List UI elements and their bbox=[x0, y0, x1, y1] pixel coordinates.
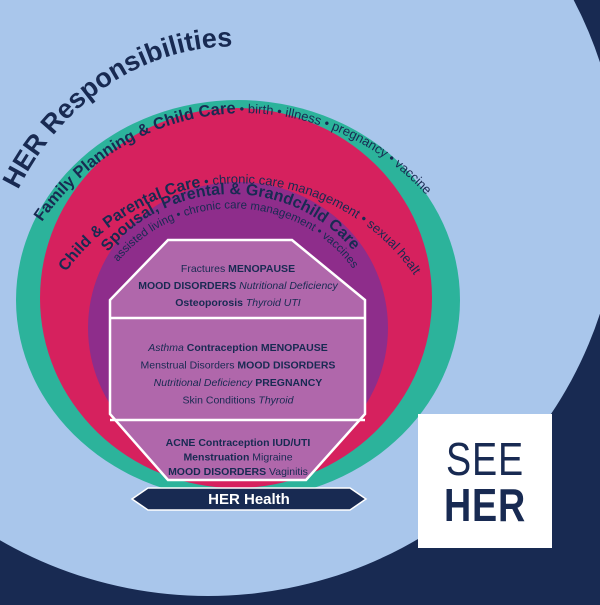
condition-text: MENOPAUSE bbox=[228, 263, 295, 275]
see-her-logo: SEE HER bbox=[418, 414, 552, 548]
middle-block-line: Skin Conditions Thyroid bbox=[183, 395, 295, 407]
middle-block-line: Nutritional Deficiency PREGNANCY bbox=[154, 377, 323, 389]
condition-text: Osteoporosis bbox=[175, 297, 246, 309]
top-block-line: Osteoporosis Thyroid UTI bbox=[175, 297, 301, 309]
middle-block-line: Asthma Contraception MENOPAUSE bbox=[147, 342, 328, 354]
condition-text: Migraine bbox=[252, 452, 292, 464]
condition-text: Contraception MENOPAUSE bbox=[187, 342, 328, 354]
condition-text: Nutritional Deficiency bbox=[154, 377, 256, 389]
condition-text: Nutritional Deficiency bbox=[239, 280, 338, 292]
top-block-line: Fractures MENOPAUSE bbox=[181, 263, 295, 275]
condition-text: Menstruation bbox=[183, 452, 252, 464]
condition-text: MOOD DISORDERS bbox=[237, 360, 335, 372]
banner-ribbon bbox=[130, 487, 368, 511]
condition-text: MOOD DISORDERS bbox=[168, 466, 269, 478]
octagon-top-block: Fractures MENOPAUSE MOOD DISORDERS Nutrit… bbox=[138, 263, 338, 309]
bottom-block-line: ACNE Contraception IUD/UTI bbox=[166, 437, 311, 449]
condition-text: PREGNANCY bbox=[255, 377, 322, 389]
bottom-block-line: MOOD DISORDERS Vaginitis bbox=[168, 466, 308, 478]
condition-text: Menstrual Disorders bbox=[141, 360, 238, 372]
octagon-middle-block: Asthma Contraception MENOPAUSE Menstrual … bbox=[141, 342, 336, 407]
banner-label: HER Health bbox=[208, 491, 290, 508]
top-block-line: MOOD DISORDERS Nutritional Deficiency bbox=[138, 280, 338, 292]
condition-text: Thyroid bbox=[258, 395, 294, 407]
condition-text: Thyroid UTI bbox=[246, 297, 301, 309]
middle-block-line: Menstrual Disorders MOOD DISORDERS bbox=[141, 360, 336, 372]
logo-word-see: SEE bbox=[446, 433, 524, 485]
condition-text: Fractures bbox=[181, 263, 228, 275]
her-health-banner: HER Health bbox=[130, 487, 368, 511]
logo-word-her: HER bbox=[443, 479, 527, 531]
condition-text: Vaginitis bbox=[269, 466, 308, 478]
condition-text: Asthma bbox=[147, 342, 187, 354]
octagon-bottom-block: ACNE Contraception IUD/UTI Menstruation M… bbox=[166, 437, 311, 478]
bottom-block-line: Menstruation Migraine bbox=[183, 452, 292, 464]
condition-text: ACNE Contraception IUD/UTI bbox=[166, 437, 311, 449]
condition-text: Skin Conditions bbox=[183, 395, 259, 407]
condition-text: MOOD DISORDERS bbox=[138, 280, 239, 292]
